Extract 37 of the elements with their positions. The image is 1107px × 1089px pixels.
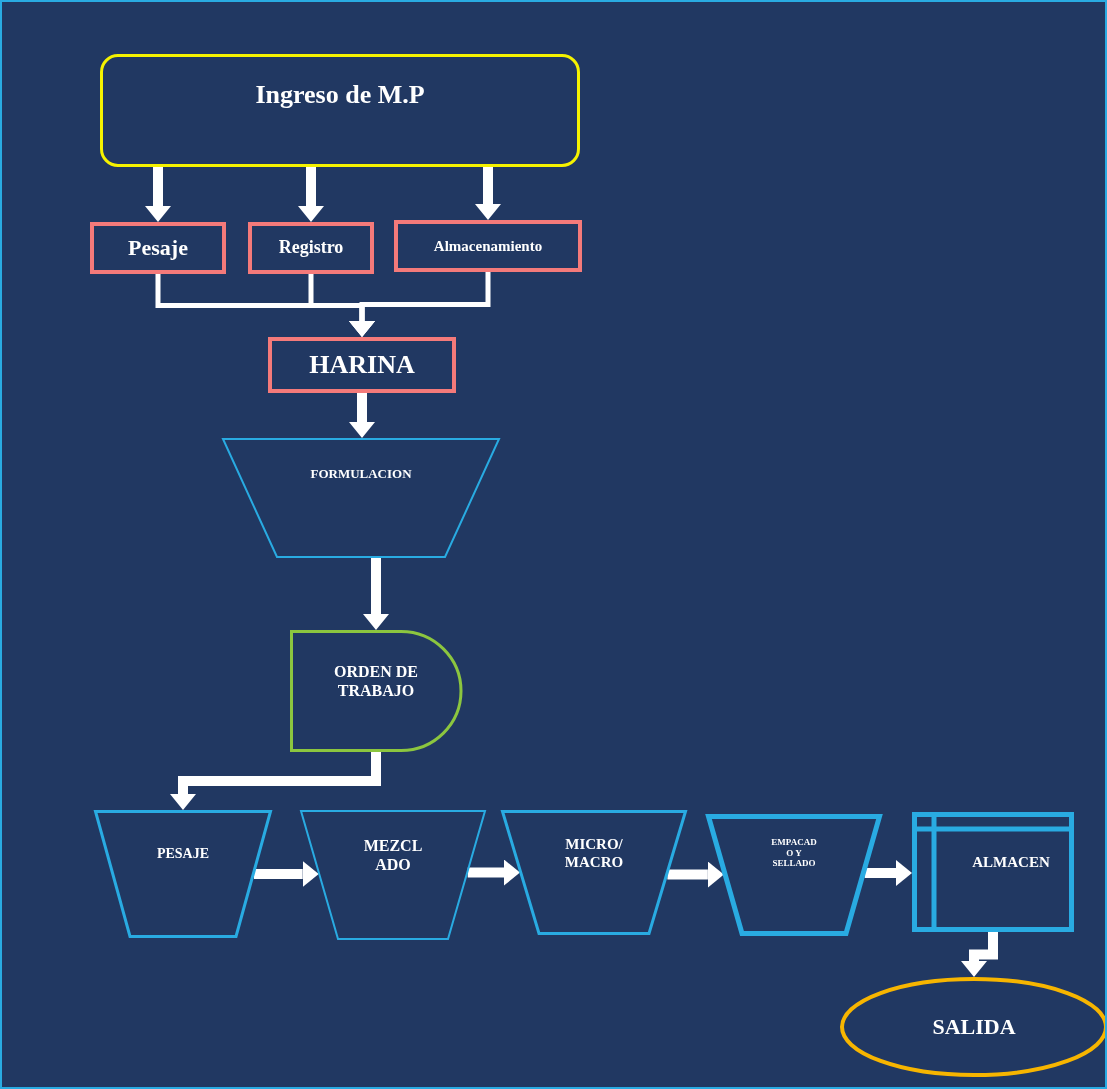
arrow bbox=[145, 167, 171, 222]
manual-operation-trapezoid bbox=[222, 438, 500, 558]
start-box bbox=[100, 54, 580, 167]
node-label: MEZCL ADO bbox=[363, 835, 423, 875]
delay-shape bbox=[290, 630, 462, 752]
node-label: Almacenamiento bbox=[433, 237, 543, 255]
arrow bbox=[363, 558, 389, 630]
node-label: Registro bbox=[278, 237, 344, 259]
node-label: FORMULACION bbox=[310, 466, 412, 482]
process-box bbox=[268, 337, 456, 393]
arrow bbox=[864, 860, 912, 886]
arrow bbox=[349, 272, 491, 337]
process-box bbox=[248, 222, 374, 274]
node-label: HARINA bbox=[309, 349, 415, 381]
internal-storage-box bbox=[912, 812, 1074, 932]
node-label: Pesaje bbox=[128, 234, 188, 262]
node-label: SALIDA bbox=[932, 1013, 1016, 1041]
arrow bbox=[349, 393, 375, 438]
arrow bbox=[254, 861, 319, 887]
arrow bbox=[467, 859, 520, 886]
arrow bbox=[170, 752, 381, 810]
arrow bbox=[961, 932, 998, 977]
manual-operation-trapezoid bbox=[501, 810, 687, 935]
node-label: EMPACAD O Y SELLADO bbox=[770, 836, 818, 870]
manual-operation-trapezoid bbox=[300, 810, 486, 940]
arrow bbox=[667, 861, 724, 888]
arrow bbox=[298, 167, 324, 222]
node-label: ORDEN DE TRABAJO bbox=[333, 661, 419, 701]
arrow bbox=[475, 167, 501, 220]
node-label: Ingreso de M.P bbox=[255, 78, 425, 111]
process-box bbox=[90, 222, 226, 274]
node-label: ALMACEN bbox=[972, 853, 1050, 871]
manual-operation-trapezoid bbox=[706, 814, 882, 936]
process-box bbox=[394, 220, 582, 272]
node-label: MICRO/ MACRO bbox=[563, 834, 625, 871]
manual-operation-trapezoid bbox=[94, 810, 272, 938]
node-label: PESAJE bbox=[156, 845, 210, 863]
